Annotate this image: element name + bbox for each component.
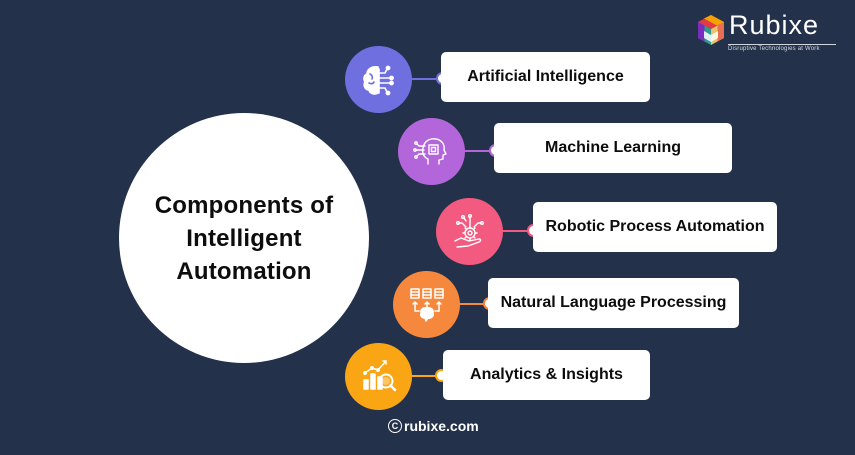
footer-site: rubixe.com	[404, 418, 479, 434]
connector-line	[459, 303, 484, 305]
head-chip-gear-icon	[412, 137, 447, 165]
component-label: Machine Learning	[494, 123, 732, 173]
ai-icon-circle	[345, 46, 412, 113]
nlp-icon-circle	[393, 271, 460, 338]
center-title-circle: Components of Intelligent Automation	[119, 113, 369, 363]
component-label: Analytics & Insights	[443, 350, 650, 400]
connector-line	[463, 150, 490, 152]
component-label: Artificial Intelligence	[441, 52, 650, 102]
chart-magnifier-icon	[362, 359, 396, 391]
connector-line	[411, 375, 436, 377]
copyright-icon: C	[388, 419, 402, 433]
rpa-icon-circle	[436, 198, 503, 265]
cube-logo-icon	[698, 15, 724, 45]
component-label: Natural Language Processing	[488, 278, 739, 328]
center-title-line-1: Components of	[154, 191, 334, 219]
logo-tagline: Disruptive Technologies at Work	[728, 44, 836, 52]
rubixe-logo: Rubixe Disruptive Technologies at Work	[695, 10, 840, 58]
connector-line	[410, 78, 436, 80]
logo-wordmark: Rubixe	[729, 10, 820, 40]
ml-icon-circle	[398, 118, 465, 185]
brain-documents-icon	[409, 287, 444, 322]
center-title-line-2: Intelligent	[186, 224, 302, 252]
connector-line	[502, 230, 528, 232]
analytics-icon-circle	[345, 343, 412, 410]
footer-credit: C rubixe.com	[388, 418, 479, 434]
center-title-line-3: Automation	[176, 257, 312, 285]
hand-gear-circuit-icon	[453, 213, 484, 248]
brain-circuit-icon	[362, 65, 394, 95]
component-label: Robotic Process Automation	[533, 202, 777, 252]
